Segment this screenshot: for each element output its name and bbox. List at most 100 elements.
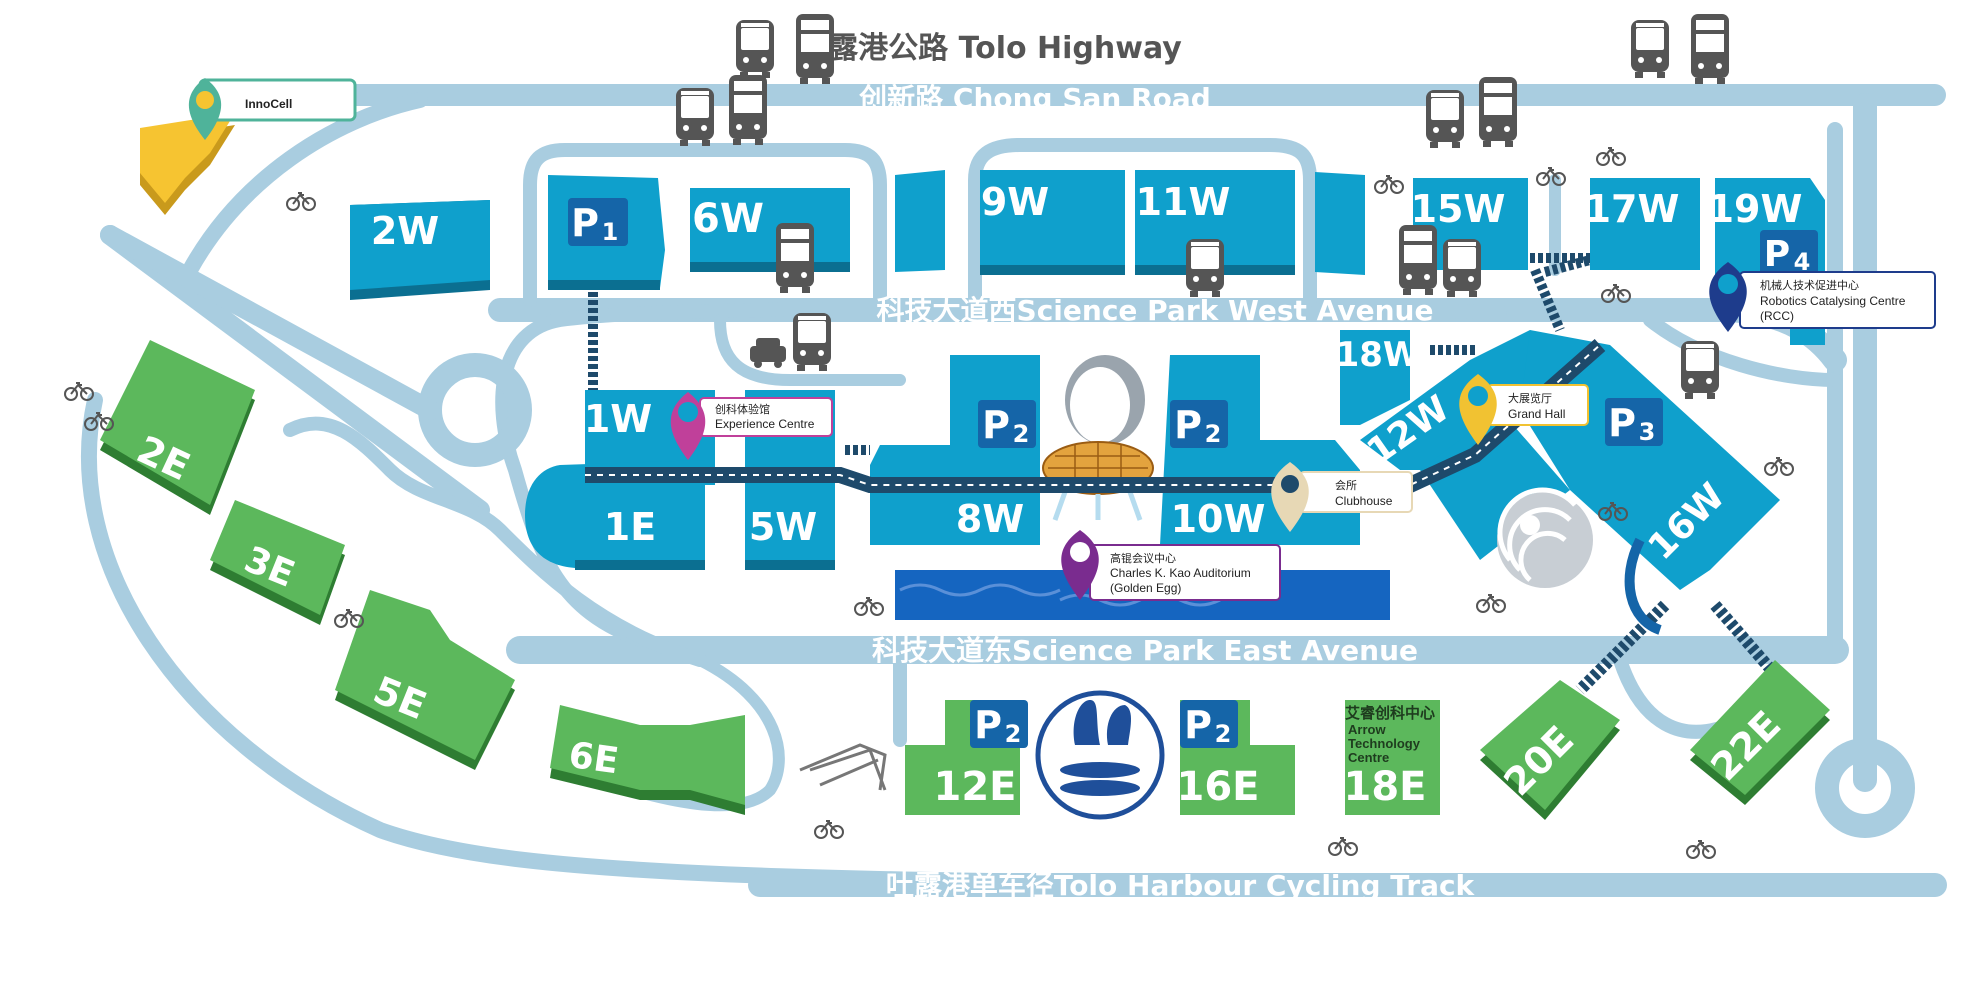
bus-icon — [1426, 90, 1464, 148]
building-east-slab[interactable] — [1315, 172, 1365, 275]
bus-icons — [676, 14, 1729, 399]
arrow-technology-centre-label: 艾睿创科中心 Arrow Technology Centre — [1345, 704, 1435, 765]
parking-p2-16e[interactable]: P 2 — [1180, 700, 1238, 748]
svg-text:Experience Centre: Experience Centre — [715, 417, 815, 431]
building-10w[interactable]: 10W — [1160, 355, 1360, 545]
building-5e[interactable]: 5E — [335, 590, 515, 770]
svg-text:8W: 8W — [956, 497, 1024, 541]
svg-text:15W: 15W — [1411, 187, 1506, 231]
taxi-loop-road — [714, 314, 906, 386]
bus-icon — [1691, 14, 1729, 84]
building-18e[interactable]: 18E — [1344, 700, 1441, 815]
parking-p2-10w[interactable]: P 2 — [1170, 400, 1228, 448]
svg-text:2: 2 — [1005, 720, 1022, 748]
svg-text:5W: 5W — [749, 505, 817, 549]
rcc-pin[interactable]: 机械人技术促进中心 Robotics Catalysing Centre (RC… — [1709, 262, 1936, 332]
svg-text:InnoCell: InnoCell — [245, 97, 292, 111]
building-18w[interactable]: 18W — [1336, 330, 1421, 425]
bike-icon — [1476, 594, 1506, 613]
ne-curve-road — [1643, 313, 1842, 387]
parking-p2-12e[interactable]: P 2 — [970, 700, 1028, 748]
svg-text:P: P — [1764, 234, 1790, 275]
parking-p4[interactable]: P 4 — [1760, 230, 1818, 276]
bus-icon — [1479, 77, 1517, 147]
svg-text:艾睿创科中心: 艾睿创科中心 — [1345, 704, 1435, 722]
innocell-building[interactable] — [140, 113, 235, 215]
bus-icon — [1443, 239, 1481, 297]
svg-text:1W: 1W — [584, 397, 652, 441]
svg-text:2: 2 — [1215, 720, 1232, 748]
building-3e[interactable]: 3E — [210, 500, 345, 625]
central-loop-road — [968, 138, 1317, 307]
svg-text:高锟会议中心: 高锟会议中心 — [1110, 551, 1176, 565]
svg-text:1E: 1E — [604, 505, 656, 549]
svg-text:大展览厅: 大展览厅 — [1508, 391, 1552, 405]
chong-san-road-label: 创新路 Chong San Road — [858, 82, 1211, 115]
svg-text:P: P — [1174, 403, 1202, 447]
bike-icon — [854, 597, 884, 616]
bike-icon — [814, 820, 844, 839]
svg-text:P: P — [974, 703, 1002, 747]
bike-icon — [1686, 840, 1716, 859]
grand-hall-decoration — [1497, 487, 1593, 588]
bike-icon — [1328, 837, 1358, 856]
svg-text:Charles K. Kao Auditorium: Charles K. Kao Auditorium — [1110, 566, 1251, 580]
building-2w[interactable]: 2W — [350, 200, 490, 300]
parking-p3[interactable]: P 3 — [1605, 398, 1663, 446]
svg-text:Clubhouse: Clubhouse — [1335, 494, 1393, 508]
building-west-slab[interactable] — [895, 170, 945, 272]
building-2e[interactable]: 2E — [100, 340, 255, 515]
bike-icon — [1764, 457, 1794, 476]
svg-text:11W: 11W — [1136, 180, 1231, 224]
bus-icon — [1681, 341, 1719, 399]
northwest-diagonal-road — [100, 225, 490, 520]
bus-icon — [796, 14, 834, 84]
grand-hall-pin[interactable]: 大展览厅 Grand Hall — [1459, 374, 1589, 445]
svg-text:Grand Hall: Grand Hall — [1508, 407, 1565, 421]
building-9w[interactable]: 9W — [980, 170, 1125, 275]
building-6e[interactable]: 6E — [550, 705, 745, 815]
south-loop-road — [283, 416, 707, 667]
building-20e[interactable]: 20E — [1480, 680, 1620, 820]
svg-text:19W: 19W — [1708, 187, 1803, 231]
svg-text:会所: 会所 — [1335, 479, 1357, 492]
golden-egg-dome — [1042, 355, 1154, 521]
svg-text:18W: 18W — [1336, 335, 1421, 375]
bus-icon — [793, 313, 831, 371]
svg-text:4: 4 — [1794, 248, 1811, 276]
bike-icon — [286, 192, 316, 211]
clubhouse-pin[interactable]: 会所 Clubhouse — [1271, 462, 1413, 532]
svg-text:Centre: Centre — [1348, 750, 1389, 765]
auditorium-pin[interactable]: 高锟会议中心 Charles K. Kao Auditorium (Golden… — [1061, 530, 1281, 601]
parking-p2-8w[interactable]: P 2 — [978, 400, 1036, 448]
svg-text:18E: 18E — [1344, 764, 1427, 810]
svg-text:6W: 6W — [692, 196, 764, 242]
svg-text:9W: 9W — [981, 180, 1049, 224]
svg-text:P: P — [571, 201, 599, 245]
building-22e[interactable]: 22E — [1690, 660, 1830, 805]
tolo-highway-label: 吐露港公路 Tolo Highway — [798, 31, 1182, 66]
bus-icon — [736, 20, 774, 78]
svg-text:10W: 10W — [1171, 497, 1266, 541]
svg-text:3: 3 — [1639, 418, 1656, 446]
bus-icon — [1186, 239, 1224, 297]
east-avenue-label: 科技大道东Science Park East Avenue — [872, 634, 1418, 667]
building-6w[interactable]: 6W — [690, 188, 850, 272]
building-1e[interactable]: 1E — [525, 460, 705, 570]
svg-text:12E: 12E — [934, 764, 1017, 810]
cycling-track-label: 吐露港单车径Tolo Harbour Cycling Track — [886, 869, 1476, 902]
svg-text:6E: 6E — [566, 735, 621, 783]
bus-icon — [1631, 20, 1669, 78]
svg-text:16E: 16E — [1177, 764, 1260, 810]
svg-text:Arrow: Arrow — [1348, 722, 1386, 737]
bus-icon — [1399, 225, 1437, 295]
building-17w[interactable]: 17W — [1585, 178, 1700, 270]
svg-text:2W: 2W — [371, 209, 439, 253]
innocell-pin[interactable]: InnoCell — [188, 78, 357, 140]
parking-p1[interactable]: P 1 — [568, 198, 628, 246]
experience-centre-pin[interactable]: 创科体验馆 Experience Centre — [670, 392, 833, 460]
svg-text:P: P — [1608, 401, 1636, 445]
west-avenue-label: 科技大道西Science Park West Avenue — [877, 294, 1434, 327]
svg-text:Robotics Catalysing Centre: Robotics Catalysing Centre — [1760, 294, 1906, 308]
